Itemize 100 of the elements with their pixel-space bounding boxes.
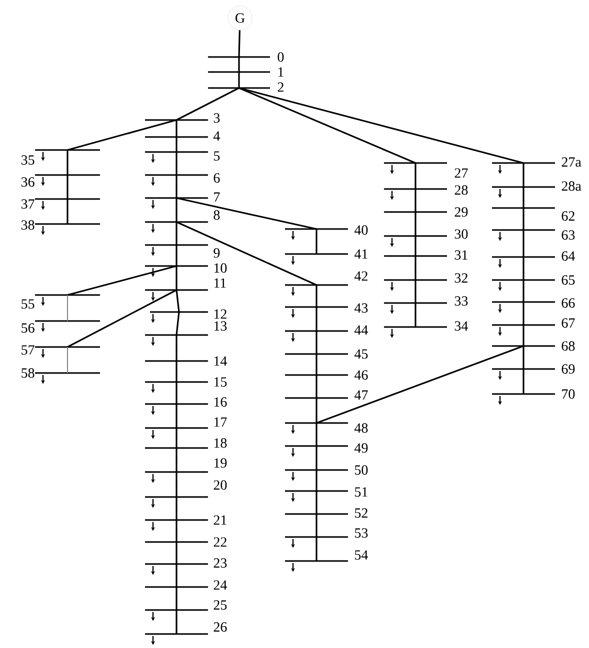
line xyxy=(176,312,180,336)
line xyxy=(238,87,416,164)
bus-number: 0 xyxy=(278,52,284,62)
bus-number: 5 xyxy=(214,151,220,161)
bus-number: 54 xyxy=(355,550,368,560)
line xyxy=(414,163,416,189)
bus-number: 70 xyxy=(562,389,575,399)
bus-number: 52 xyxy=(355,508,368,518)
line xyxy=(176,137,178,152)
line xyxy=(176,198,178,222)
line xyxy=(522,302,524,325)
bus-number: 45 xyxy=(354,349,368,359)
line xyxy=(522,346,524,369)
bus-number: 48 xyxy=(354,423,368,433)
bus-number: 19 xyxy=(214,458,227,468)
line xyxy=(176,404,178,428)
bus-number: 15 xyxy=(214,377,227,387)
line xyxy=(316,537,318,561)
line xyxy=(176,520,178,542)
bus-number: 16 xyxy=(214,397,227,407)
line xyxy=(316,470,318,491)
line xyxy=(316,354,318,375)
line xyxy=(176,361,178,382)
bus-number: 66 xyxy=(562,298,575,308)
bus-number: 7 xyxy=(214,192,220,202)
bus-number: 24 xyxy=(214,580,227,590)
bus-number: 20 xyxy=(214,480,227,490)
line xyxy=(316,398,318,423)
line xyxy=(238,30,240,58)
bus-number: 49 xyxy=(354,443,368,453)
line xyxy=(176,221,317,286)
line xyxy=(522,280,524,302)
bus-number: 32 xyxy=(454,273,468,283)
line xyxy=(238,87,524,164)
bus-number: 2 xyxy=(278,82,284,92)
line xyxy=(176,587,178,610)
line xyxy=(176,472,178,497)
bus-number: 35 xyxy=(21,155,34,165)
bus-number: 56 xyxy=(22,323,34,333)
line xyxy=(176,266,178,290)
line xyxy=(176,448,178,472)
bus-number: 29 xyxy=(454,207,468,217)
line xyxy=(316,307,318,331)
line xyxy=(238,57,240,72)
line xyxy=(176,120,178,137)
line xyxy=(67,346,68,374)
bus-number: 68 xyxy=(562,341,575,351)
bus-number: 18 xyxy=(214,438,227,448)
line xyxy=(176,197,317,230)
bus-number: 23 xyxy=(214,558,227,568)
bus-number: 33 xyxy=(454,296,468,306)
line xyxy=(414,303,416,327)
line xyxy=(316,285,318,307)
line xyxy=(316,331,318,354)
bus-number: 4 xyxy=(213,131,220,141)
bus-number: 46 xyxy=(354,370,368,380)
line xyxy=(316,446,318,470)
bus-number: 27 xyxy=(454,168,468,178)
line xyxy=(176,175,178,198)
line xyxy=(176,152,178,175)
line xyxy=(414,212,416,236)
bus-number: 11 xyxy=(214,278,226,288)
bus-number: 51 xyxy=(355,487,368,497)
line xyxy=(414,236,416,256)
bus-number: 31 xyxy=(454,250,468,260)
bus-number: 30 xyxy=(454,229,468,239)
line xyxy=(66,199,68,224)
line xyxy=(176,382,178,404)
bus-number: 6 xyxy=(214,173,220,183)
bus-number: 9 xyxy=(214,248,220,258)
bus-number: 25 xyxy=(214,600,227,610)
line xyxy=(414,256,416,280)
bus-number: 55 xyxy=(22,299,34,309)
bus-number: 28 xyxy=(454,185,468,195)
line xyxy=(316,375,318,398)
bus-number: 13 xyxy=(214,321,227,331)
bus-number: 22 xyxy=(214,537,226,547)
bus-number: 21 xyxy=(214,515,226,525)
line xyxy=(67,119,177,151)
line xyxy=(176,87,240,121)
bus-number: 63 xyxy=(562,230,575,240)
bus-number: 37 xyxy=(21,199,34,209)
line xyxy=(176,335,178,361)
bus-number: 17 xyxy=(214,417,227,427)
line xyxy=(176,222,178,245)
line xyxy=(522,163,524,187)
line xyxy=(414,280,416,303)
bus-number: 36 xyxy=(21,177,34,187)
line xyxy=(522,325,524,346)
bus-number: 67 xyxy=(562,318,575,328)
bus-number: 42 xyxy=(354,271,368,281)
bus-number: 57 xyxy=(22,345,34,355)
bus-number: 43 xyxy=(354,303,368,313)
line xyxy=(67,289,177,348)
line xyxy=(176,610,178,634)
bus-number: 1 xyxy=(278,67,284,77)
bus-number: 12 xyxy=(214,309,226,319)
line xyxy=(316,229,318,254)
line xyxy=(522,257,524,280)
line xyxy=(67,265,177,296)
